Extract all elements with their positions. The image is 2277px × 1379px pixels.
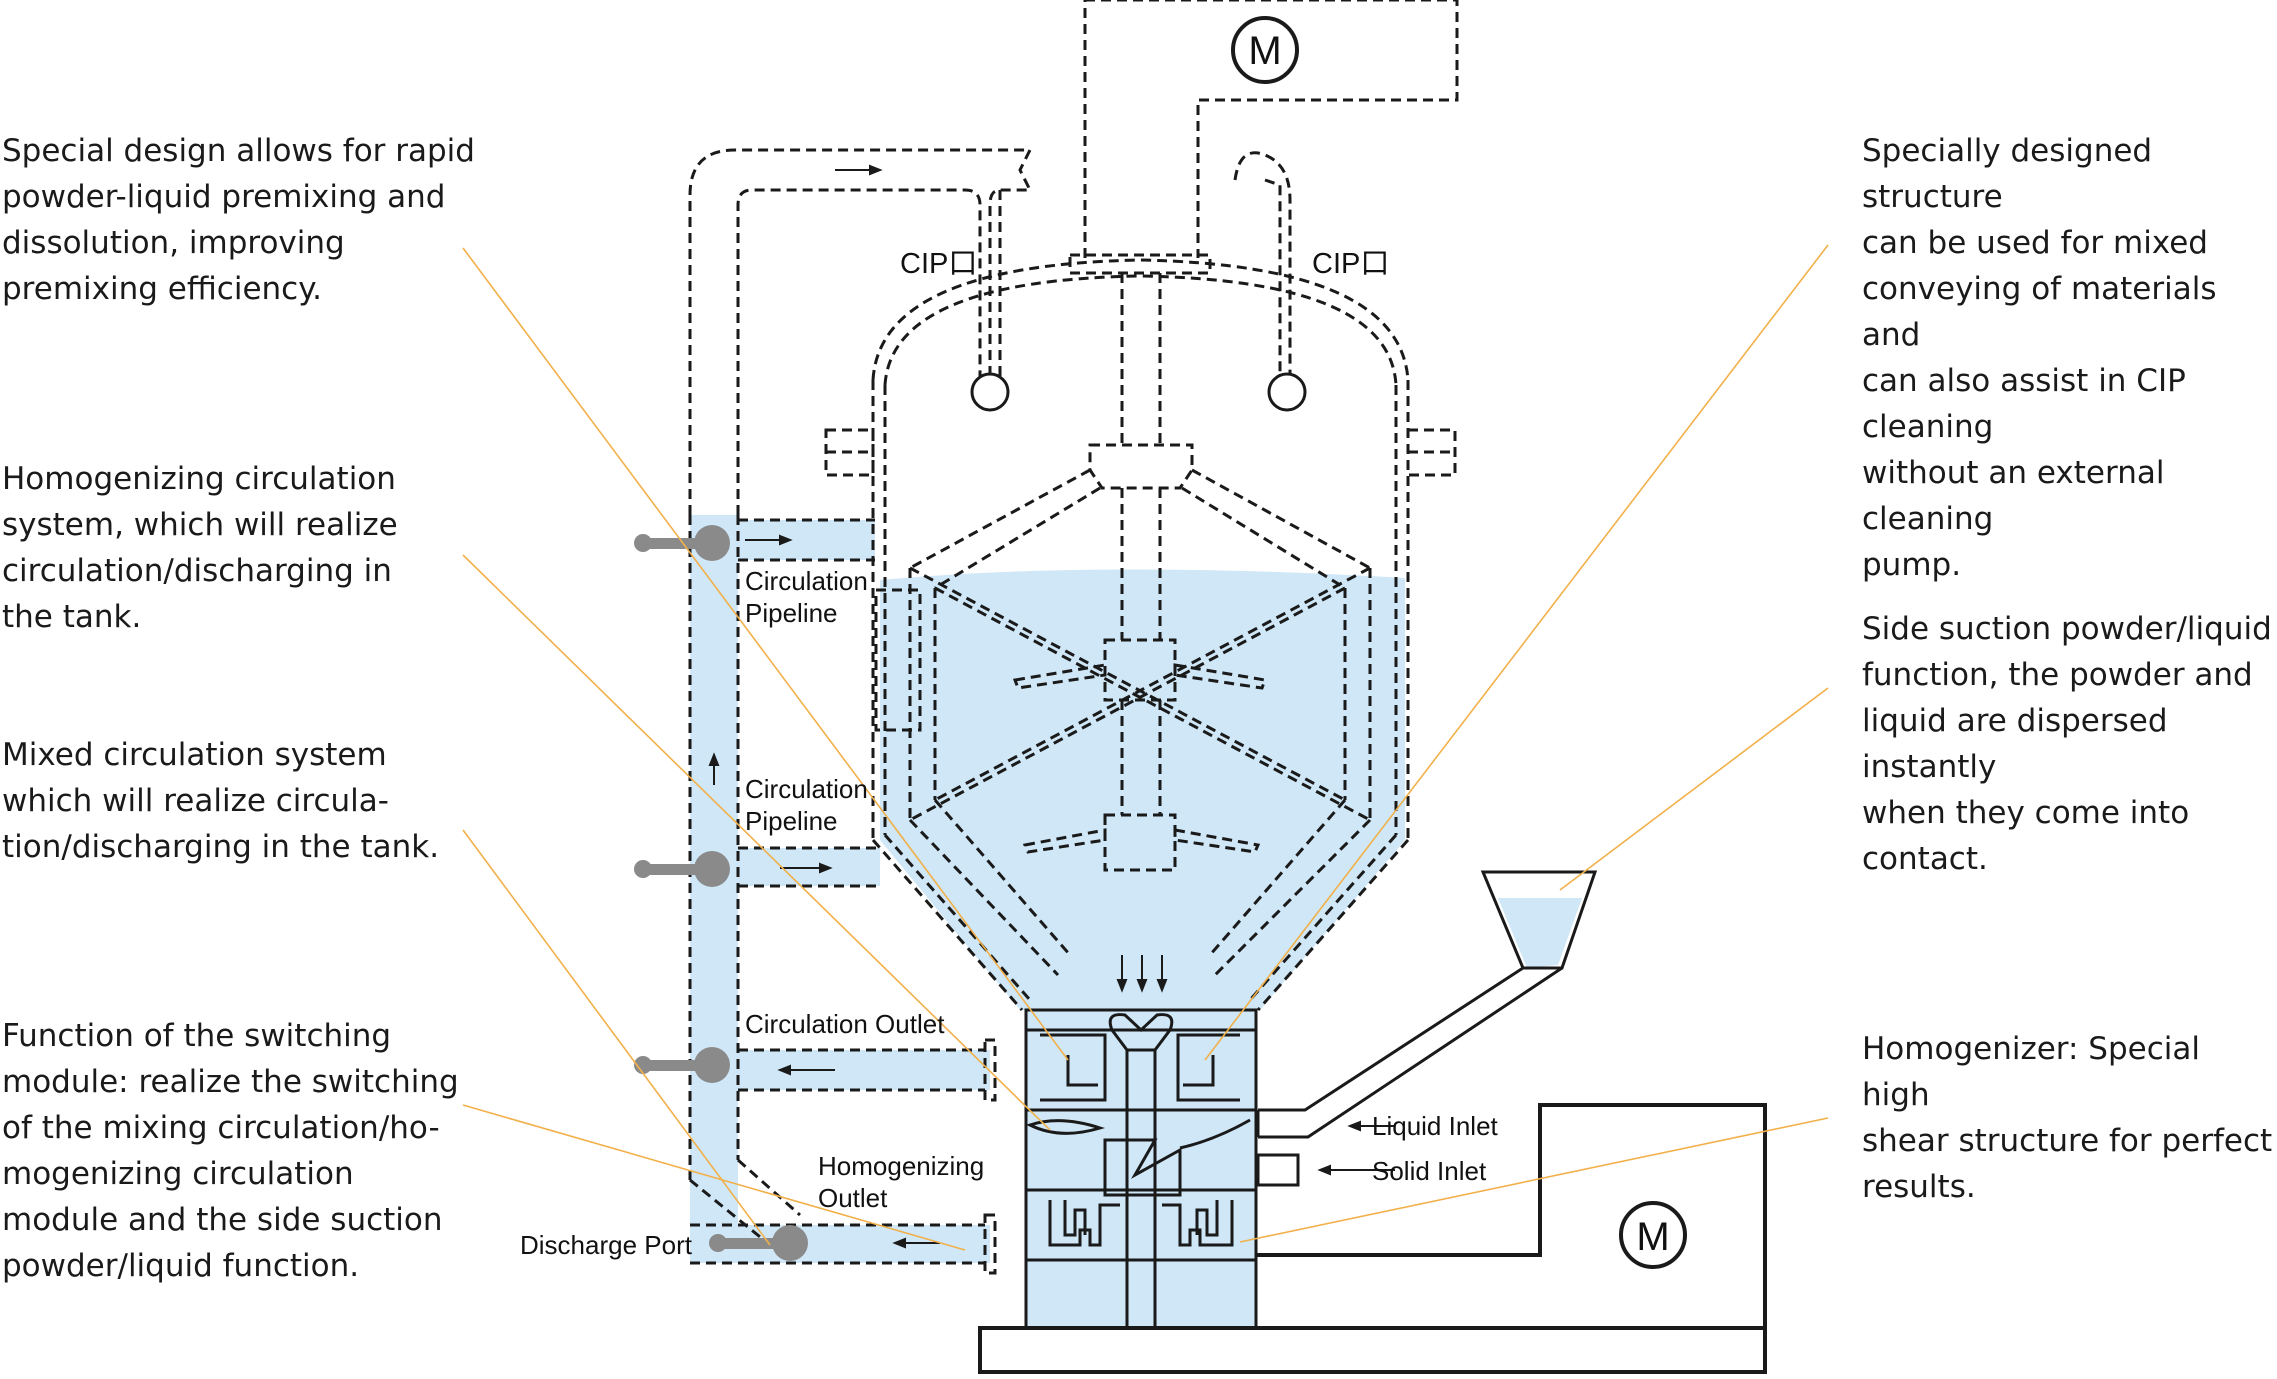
valve-upper-icon bbox=[634, 525, 730, 561]
annotation-homogenizing-circulation: Homogenizing circulation system, which w… bbox=[2, 461, 398, 635]
solid-inlet-stub bbox=[1256, 1153, 1300, 1187]
leader-lines bbox=[462, 244, 1829, 1251]
flow-arrows bbox=[708, 534, 1395, 1249]
motor-housing bbox=[1256, 1103, 1767, 1328]
tank-dome-inner bbox=[883, 274, 1398, 386]
annotation-premix: Special design allows for rapid powder-l… bbox=[2, 133, 475, 307]
circ-pipeline-upper-b: Pipeline bbox=[745, 598, 838, 628]
top-drive-frame bbox=[1083, 0, 1459, 258]
tank bbox=[824, 253, 1457, 1011]
cip-left-label: CIP口 bbox=[900, 248, 977, 280]
cip-ball-left bbox=[970, 372, 1010, 412]
annotation-switching-module: Function of the switching module: realiz… bbox=[2, 1018, 459, 1284]
base-plate bbox=[978, 1326, 1767, 1374]
cip-right-label: CIP口 bbox=[1312, 248, 1389, 280]
valve-lower-icon bbox=[634, 1047, 730, 1083]
cip-spray-balls bbox=[970, 372, 1307, 412]
circ-outlet-pipe-liquid bbox=[690, 1050, 990, 1090]
hopper-chute bbox=[1258, 966, 1563, 1139]
circ-pipeline-lower-b: Pipeline bbox=[745, 806, 838, 836]
diagram-labels: CIP口 CIP口 Circulation Pipeline Circulati… bbox=[520, 248, 1499, 1260]
annotation-homogenizer: Homogenizer: Special high shear structur… bbox=[1862, 1031, 2273, 1205]
valve-middle-icon bbox=[634, 851, 730, 887]
circ-outlet-label: Circulation Outlet bbox=[745, 1009, 945, 1039]
homog-outlet-label-b: Outlet bbox=[818, 1183, 888, 1213]
valves bbox=[634, 525, 808, 1261]
tank-liquid bbox=[880, 569, 1405, 1010]
annotation-side-suction: Side suction powder/liquid function, the… bbox=[1862, 611, 2272, 877]
circ-pipeline-lower-a: Circulation bbox=[745, 774, 868, 804]
annotation-structure: Specially designed structure can be used… bbox=[1862, 133, 2217, 583]
bottom-motor-label: M bbox=[1636, 1215, 1669, 1259]
tank-dome-outer bbox=[871, 258, 1410, 381]
valve-discharge-icon bbox=[709, 1225, 808, 1261]
liquid-inlet-label: Liquid Inlet bbox=[1372, 1111, 1499, 1141]
cip-lines bbox=[688, 148, 1292, 515]
base bbox=[978, 1103, 1767, 1374]
cip-arrow bbox=[835, 164, 883, 176]
homogenizer bbox=[1024, 1008, 1258, 1330]
external-piping bbox=[688, 515, 997, 1275]
hopper bbox=[1256, 870, 1598, 1187]
homog-outlet-label-a: Homogenizing bbox=[818, 1151, 984, 1181]
solid-inlet-label: Solid Inlet bbox=[1372, 1156, 1487, 1186]
circ-pipeline-upper-a: Circulation bbox=[745, 566, 868, 596]
discharge-port-label: Discharge Port bbox=[520, 1230, 693, 1260]
bottom-motor-symbol bbox=[1619, 1201, 1687, 1269]
bottom-motor: M bbox=[1619, 1201, 1687, 1269]
homogenizer-liquid bbox=[1026, 1010, 1256, 1328]
top-motor-symbol bbox=[1231, 16, 1299, 84]
top-drive bbox=[908, 0, 1459, 977]
hopper-liquid bbox=[1498, 898, 1582, 968]
annotation-mixed-circulation: Mixed circulation system which will real… bbox=[2, 737, 440, 865]
top-motor-label: M bbox=[1248, 29, 1281, 73]
cip-ball-right bbox=[1267, 372, 1307, 412]
top-motor: M bbox=[1231, 16, 1299, 84]
